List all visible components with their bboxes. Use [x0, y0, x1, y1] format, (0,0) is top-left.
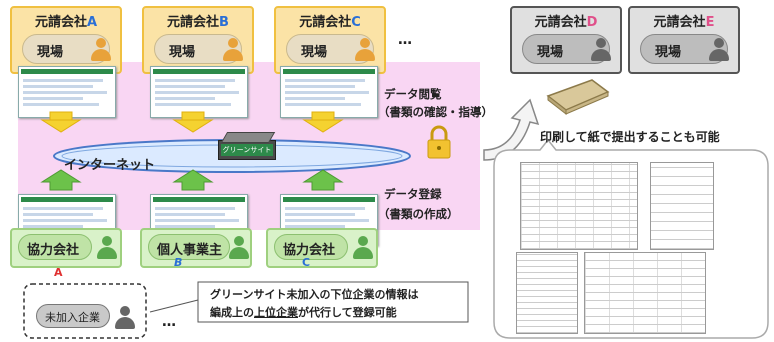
person-icon — [90, 38, 112, 62]
contractor-b-letter: B — [219, 15, 229, 30]
person-icon — [352, 236, 374, 260]
yellow-down-arrow-b — [172, 111, 214, 133]
data-view-sub: （書類の確認・指導） — [378, 105, 493, 119]
internet-label: インターネット — [64, 158, 156, 173]
note-line-2-post: が代行して登録可能 — [298, 306, 397, 319]
screen-top-c — [280, 66, 378, 118]
person-icon — [222, 38, 244, 62]
partner-c-letter: C — [302, 256, 311, 269]
note-line-2-underline: 上位企業 — [254, 306, 298, 319]
contractor-d-letter: D — [586, 15, 598, 30]
partner-a: 協力会社 — [10, 228, 122, 268]
data-register-title: データ登録 — [384, 187, 442, 201]
contractor-b-name: 元請会社 — [167, 15, 220, 30]
document-form-3 — [516, 252, 578, 334]
partner-a-letter: A — [54, 266, 63, 279]
ellipsis-top: … — [398, 32, 412, 48]
yellow-down-arrow-c — [302, 111, 344, 133]
note-line-1: グリーンサイト未加入の下位企業の情報は — [210, 288, 419, 301]
yellow-down-arrow-a — [40, 111, 82, 133]
site-a-label: 現場 — [37, 45, 64, 60]
unregistered-box — [23, 283, 147, 339]
contractor-c-letter: C — [351, 15, 361, 30]
person-icon — [96, 236, 118, 260]
unregistered-label: 未加入企業 — [45, 311, 100, 324]
green-up-arrow-a — [40, 169, 82, 191]
site-d-label: 現場 — [537, 45, 564, 60]
green-up-arrow-b — [172, 169, 214, 191]
contractor-b: 元請会社B 現場 — [142, 6, 254, 74]
person-icon — [708, 38, 730, 62]
contractor-e-name: 元請会社 — [653, 15, 706, 30]
document-form-4 — [584, 252, 706, 334]
contractor-a-name: 元請会社 — [34, 15, 87, 30]
green-up-arrow-c — [302, 169, 344, 191]
person-icon — [590, 38, 612, 62]
print-note: 印刷して紙で提出することも可能 — [540, 130, 720, 144]
person-icon — [114, 306, 136, 330]
green-site-server: グリーンサイト — [218, 140, 276, 160]
partner-b: 個人事業主 — [140, 228, 252, 268]
note-box — [197, 281, 469, 323]
data-register-sub: （書類の作成） — [378, 207, 459, 221]
site-b-label: 現場 — [169, 45, 196, 60]
document-form-1 — [520, 162, 638, 250]
partner-c-label: 協力会社 — [283, 243, 336, 258]
contractor-e: 元請会社E 現場 — [628, 6, 740, 74]
site-e-label: 現場 — [655, 45, 682, 60]
contractor-a: 元請会社A 現場 — [10, 6, 122, 74]
ellipsis-bottom: … — [162, 314, 176, 330]
green-site-server-top — [220, 132, 276, 143]
contractor-c-name: 元請会社 — [299, 15, 352, 30]
contractor-c: 元請会社C 現場 — [274, 6, 386, 74]
person-icon — [354, 38, 376, 62]
screen-top-b — [150, 66, 248, 118]
screen-top-a — [18, 66, 116, 118]
note-line-2: 編成上の上位企業が代行して登録可能 — [210, 304, 397, 320]
contractor-e-letter: E — [705, 15, 715, 30]
data-view-title: データ閲覧 — [384, 87, 442, 101]
partner-c: 協力会社 — [266, 228, 378, 268]
person-icon — [228, 236, 250, 260]
note-line-2-pre: 編成上の — [210, 306, 254, 319]
partner-b-label: 個人事業主 — [157, 243, 223, 258]
contractor-d-name: 元請会社 — [534, 15, 587, 30]
partner-a-label: 協力会社 — [27, 243, 80, 258]
contractor-a-letter: A — [86, 15, 98, 30]
contractor-d: 元請会社D 現場 — [510, 6, 622, 74]
partner-b-letter: B — [174, 256, 183, 269]
green-site-logo: グリーンサイト — [221, 144, 273, 156]
site-c-label: 現場 — [301, 45, 328, 60]
document-form-2 — [650, 162, 714, 250]
unregistered-company: 未加入企業 — [36, 304, 110, 328]
